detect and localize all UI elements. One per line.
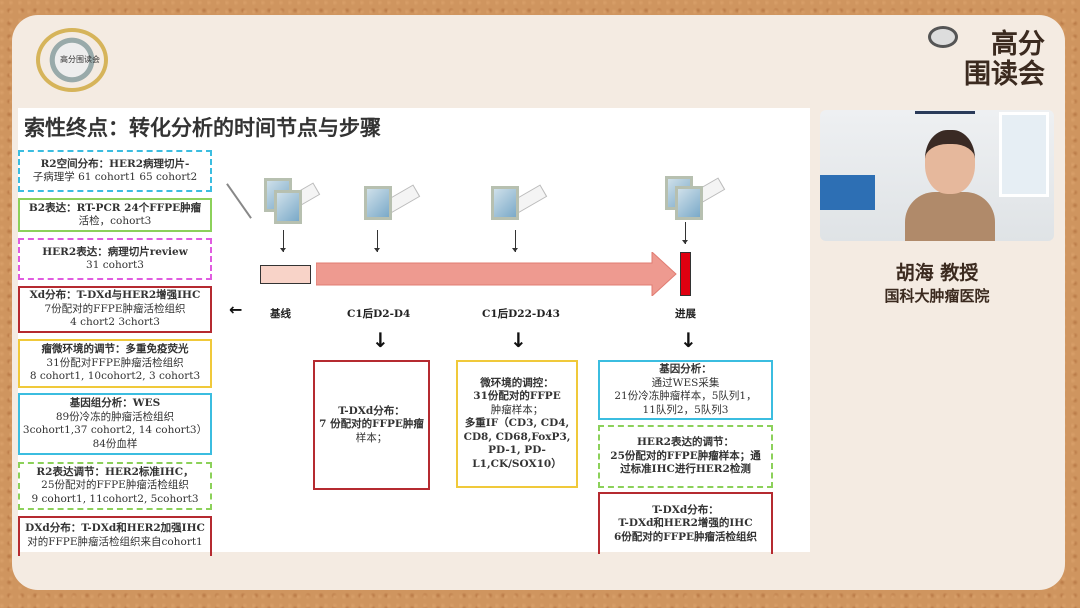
box-line: 31 cohort3 [86,259,144,271]
down-arrow-icon: ↓ [372,328,389,352]
box-line: 子病理学 61 cohort1 65 cohort2 [32,171,198,183]
window [999,112,1049,197]
speaker-affiliation: 国科大肿瘤医院 [884,287,990,305]
box-line: 21份冷冻肿瘤样本，5队列1， [614,390,757,402]
box-line: 8 cohort1, 10cohort2, 3 cohort3 [29,370,201,383]
box-line: L1,CK/SOX10） [472,457,562,470]
box-line: 25份配对的FFPE肿瘤活检组织 [41,479,189,492]
brand-line1: 高分 [991,29,1045,60]
box-line: 3cohort1,37 cohort2, 14 cohort3） [22,424,208,436]
label-c1-d2-d4: C1后D2-D4 [347,308,411,320]
box-line: 84份血样 [92,437,138,450]
box-line: 微环境的调控： [480,376,554,389]
speaker-person [905,130,995,241]
baseline-bar [260,265,311,284]
box-line: 7份配对的FFPE肿瘤活检组织 [44,302,186,315]
box-line: 4 chort2 3chort3 [70,316,160,329]
box-line: 肿瘤样本； [490,403,544,416]
box-line: T-DXd分布： [338,404,405,417]
brand-icon [928,26,958,48]
box-line: 基因组分析：WES [69,397,161,409]
box-line: B2表达：RT-PCR 24个FFPE肿瘤 [28,201,202,214]
box-line: R2表达调节：HER2标准IHC， [36,465,194,478]
box-line: Xd分布：T-DXd与HER2增强IHC [29,289,201,302]
box-line: 瘤微环境的调节：多重免疫荧光 [41,343,189,356]
tissue-slide-icon [675,186,703,220]
box-line: 9 cohort1, 11cohort2, 5cohort3 [31,492,199,505]
progression-bar [680,252,691,296]
box-line: HER2表达的调节： [637,436,734,449]
box-line: 对的FFPE肿瘤活检组织来自cohort1 [27,535,203,548]
box-line: T-DXd和HER2增强的IHC [618,517,753,530]
box-line: CD8, CD68,FoxP3, [463,430,571,443]
right-box-her2: HER2表达的调节：25份配对的FFPE肿瘤样本；通过标准IHC进行HER2检测 [598,425,773,488]
slide-title: 索性终点：转化分析的时间节点与步骤 [24,116,381,140]
box-line: HER2表达：病理切片review [42,245,188,258]
box-line: 6份配对的FFPE肿瘤活检组织 [613,530,758,543]
tissue-slide-icon [364,186,392,220]
speaker-name: 胡海 教授 [895,262,979,284]
brand-line2: 围读会 [964,59,1045,90]
back-arrow-icon: ← [229,300,243,319]
program-logo: 高分围读会 [36,28,108,92]
box-line: T-DXd分布： [652,503,719,516]
down-arrow-icon [512,230,518,252]
box-line: 活检，cohort3 [78,215,152,227]
box-line: 多重IF（CD3, CD4, [464,417,570,430]
label-baseline: 基线 [270,308,291,320]
mid-box-tdxd: T-DXd分布：7 份配对的FFPE肿瘤样本； [313,360,430,490]
box-line: R2空间分布：HER2病理切片- [40,157,190,170]
down-arrow-icon [682,222,688,244]
box-line: DXd分布：T-DXd和HER2加强IHC [25,522,205,534]
box-line: PD-1, PD- [488,444,546,457]
down-arrow-icon [374,230,380,252]
down-arrow-icon: ↓ [680,328,697,352]
down-arrow-icon: ↓ [510,328,527,352]
logo-text: 高分围读会 [60,55,100,64]
box-line: 89份冷冻的肿瘤活检组织 [55,410,175,423]
label-c1-d22-d43: C1后D22-D43 [482,308,560,320]
ceiling-light [915,111,975,114]
box-line: 基因分析： [659,363,712,375]
tissue-slide-icon [274,190,302,224]
down-arrow-icon [280,230,286,252]
box-line: 25份配对的FFPE肿瘤样本；通 [610,449,761,462]
brand-logo: 高分围读会 [925,30,1045,90]
left-box-1: R2空间分布：HER2病理切片-子病理学 61 cohort1 65 cohor… [18,150,212,192]
label-progression: 进展 [675,308,696,320]
box-line: 通过WES采集 [651,376,720,389]
box-line: 过标准IHC进行HER2检测 [620,463,751,476]
box-line: 31份配对FFPE肿瘤活检组织 [46,356,184,369]
box-line: 样本； [355,431,388,444]
box-line: 31份配对的FFPE [473,390,561,403]
tissue-slide-icon [491,186,519,220]
box-line: 7 份配对的FFPE肿瘤 [319,418,424,431]
speaker-video [820,110,1054,241]
timeline-arrow [316,252,677,296]
box-line: 11队列2，5队列3 [642,403,729,416]
sofa [820,175,875,210]
left-box-2: B2表达：RT-PCR 24个FFPE肿瘤活检，cohort3 [18,198,212,232]
